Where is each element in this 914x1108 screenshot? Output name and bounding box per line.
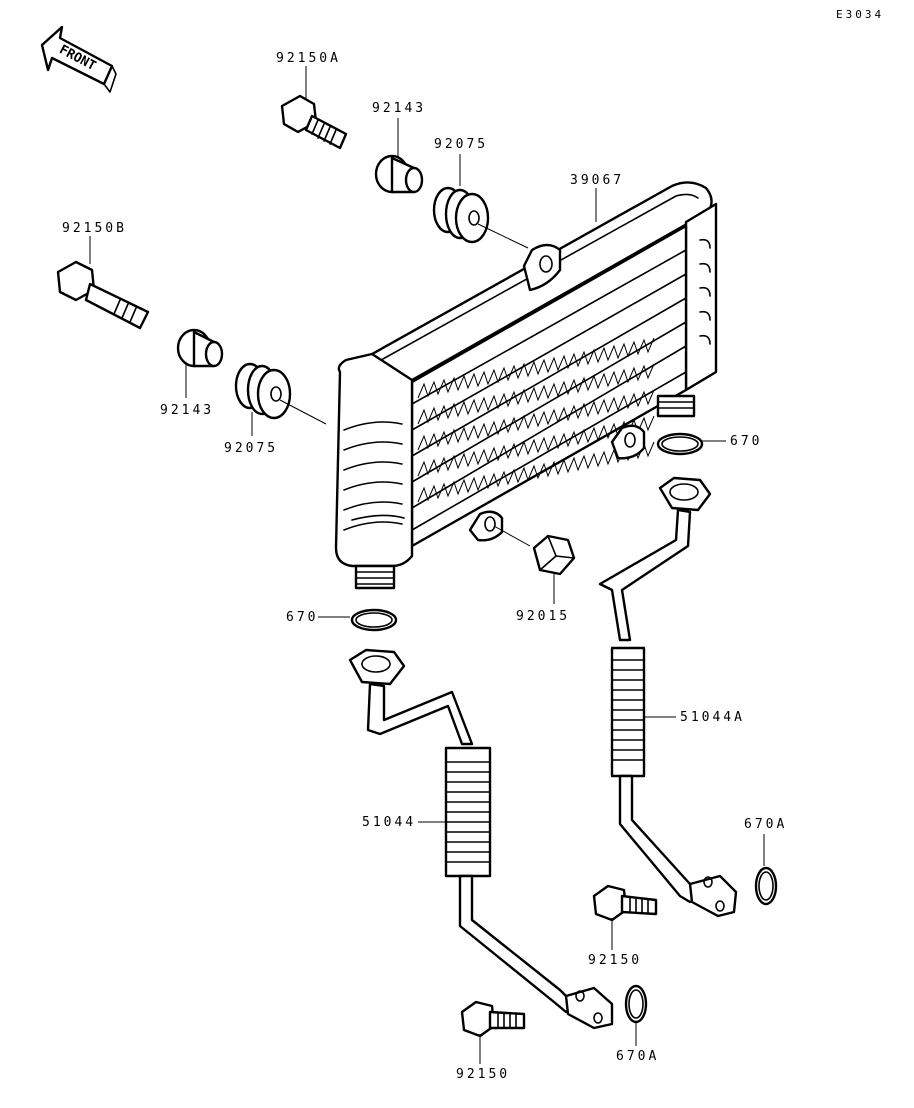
front-arrow-icon: FRONT	[40, 25, 117, 93]
label-670-left: 670	[286, 610, 319, 625]
grommet-92075-left	[234, 362, 292, 420]
label-92015: 92015	[516, 609, 571, 624]
o-ring-670-right	[656, 432, 704, 456]
label-92143-top: 92143	[372, 101, 427, 116]
o-ring-670-left	[350, 608, 398, 632]
plug-92015	[532, 534, 576, 576]
label-92143-left: 92143	[160, 403, 215, 418]
oil-hose-51044A	[598, 476, 738, 918]
grommet-92075-top	[432, 186, 490, 244]
label-670-right: 670	[730, 434, 763, 449]
label-92150B: 92150B	[62, 221, 127, 236]
label-670A-bottom: 670A	[616, 1049, 660, 1064]
oil-cooler	[334, 181, 718, 590]
bolt-92150A	[280, 94, 348, 150]
o-ring-670A-right	[754, 866, 778, 906]
label-51044: 51044	[362, 815, 417, 830]
diagram-code: E3034	[836, 8, 885, 21]
label-51044A: 51044A	[680, 710, 745, 725]
oil-hose-51044	[348, 648, 614, 1030]
o-ring-670A-bottom	[624, 984, 648, 1024]
label-92150-mid: 92150	[588, 953, 643, 968]
label-92150A: 92150A	[276, 51, 341, 66]
label-92075-top: 92075	[434, 137, 489, 152]
leader-lines	[89, 66, 765, 1064]
bolt-92150-mid	[592, 884, 658, 922]
label-92150-bottom: 92150	[456, 1067, 511, 1082]
label-670A-right: 670A	[744, 817, 788, 832]
bolt-92150-bottom	[460, 1000, 526, 1038]
collar-92143-top	[374, 154, 424, 194]
label-92075-left: 92075	[224, 441, 279, 456]
bolt-92150B	[56, 260, 150, 330]
label-39067: 39067	[570, 173, 625, 188]
collar-92143-left	[176, 328, 224, 368]
